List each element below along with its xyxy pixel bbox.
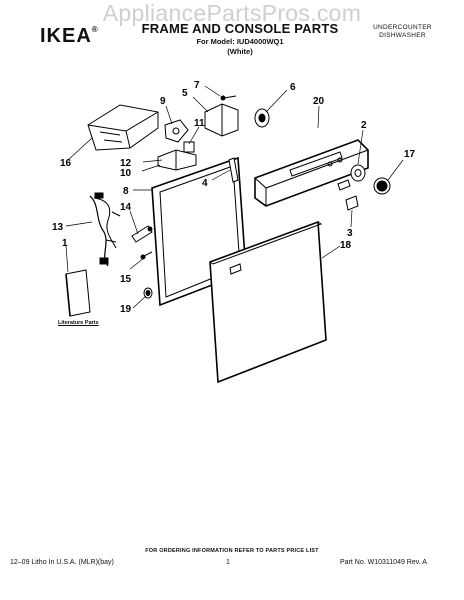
page-title: FRAME AND CONSOLE PARTS <box>141 21 339 36</box>
product-type-line2: DISHWASHER <box>379 32 426 39</box>
part-11-switch <box>183 141 195 153</box>
part-17-knob-cap <box>373 177 391 195</box>
part-2-knob <box>350 164 366 182</box>
callout-18: 18 <box>340 240 352 251</box>
callout-12: 12 <box>120 158 132 169</box>
brand-logo: IKEA® <box>40 25 99 48</box>
callout-8: 8 <box>123 186 129 197</box>
model-line: For Model: IUD4000WQ1 <box>196 37 284 46</box>
part-15-screw <box>140 251 153 260</box>
callout-14: 14 <box>120 202 132 213</box>
part-19-plug <box>143 287 153 299</box>
part-3-clip <box>345 195 359 211</box>
part-1-literature <box>65 269 91 317</box>
callout-6: 6 <box>290 82 296 93</box>
callout-16: 16 <box>60 158 72 169</box>
brand-name: IKEA <box>40 25 92 47</box>
callout-13: 13 <box>52 222 64 233</box>
part-9-latch <box>164 119 189 143</box>
part-14-sensor <box>131 225 153 243</box>
part-18-door-panel <box>209 220 327 384</box>
part-7-screw <box>220 95 237 101</box>
part-6-cam <box>254 108 270 128</box>
part-20-console <box>254 139 369 207</box>
part-5-bracket <box>204 103 239 137</box>
literature-parts-label: Literature Parts <box>58 320 99 326</box>
part-number: Part No. W10311049 Rev. A <box>340 559 427 566</box>
trademark-symbol: ® <box>91 25 99 34</box>
callout-11: 11 <box>194 118 205 129</box>
callout-10: 10 <box>120 168 132 179</box>
callout-5: 5 <box>182 88 188 99</box>
ordering-note: FOR ORDERING INFORMATION REFER TO PARTS … <box>145 548 319 554</box>
callout-2: 2 <box>361 120 367 131</box>
part-insert <box>337 179 351 191</box>
callout-4: 4 <box>202 178 208 189</box>
callout-9: 9 <box>160 96 166 107</box>
part-10-bracket <box>157 149 197 171</box>
callout-20: 20 <box>313 96 325 107</box>
print-info: 12–09 Litho In U.S.A. (MLR)(bay) <box>10 559 114 566</box>
part-13-harness <box>89 192 121 267</box>
product-type-line1: UNDERCOUNTER <box>373 24 432 31</box>
callout-3: 3 <box>347 228 353 239</box>
callout-17: 17 <box>404 149 416 160</box>
callout-15: 15 <box>120 274 132 285</box>
callout-19: 19 <box>120 304 132 315</box>
page-number: 1 <box>226 559 230 566</box>
watermark: AppliancePartsPros.com <box>102 0 362 26</box>
part-4-strip <box>228 157 239 183</box>
callout-7: 7 <box>194 80 200 91</box>
part-16-bracket <box>87 104 159 151</box>
leader-lines <box>65 85 404 309</box>
callout-1: 1 <box>62 238 68 249</box>
color-line: (White) <box>227 47 253 56</box>
